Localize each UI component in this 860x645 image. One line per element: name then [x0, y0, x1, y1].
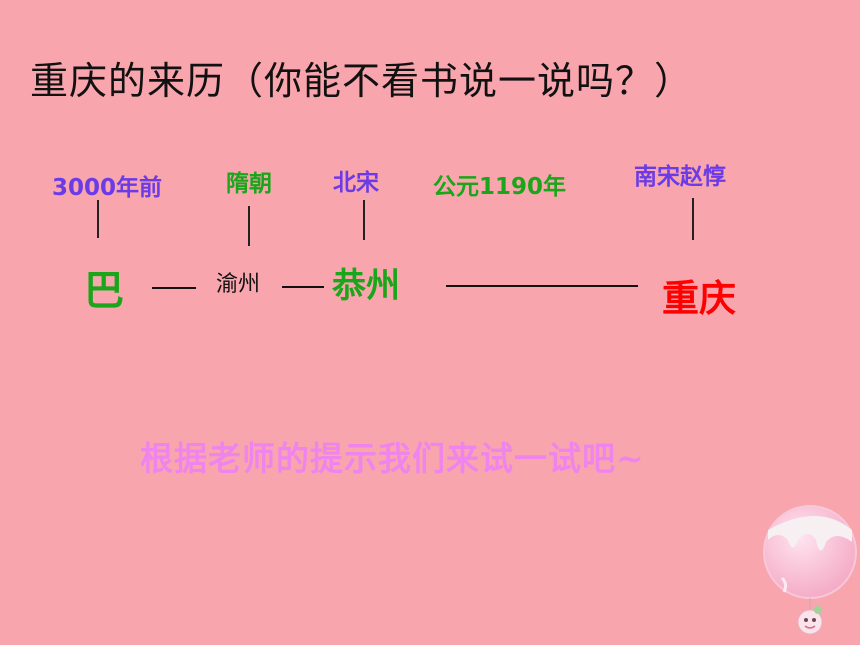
era-label-sui: 隋朝	[226, 171, 272, 197]
tick-ba	[97, 200, 99, 238]
era-label-1190: 公元1190年	[433, 174, 567, 200]
hint-text: 根据老师的提示我们来试一试吧~	[140, 439, 645, 478]
balloon-icon	[763, 505, 857, 635]
connector-2	[282, 286, 324, 288]
tick-beisong	[363, 200, 365, 240]
place-chongqing: 重庆	[662, 277, 736, 320]
connector-3	[446, 285, 638, 287]
era-label-ba: 3000年前	[52, 175, 163, 201]
place-yuzhou: 渝州	[216, 272, 261, 297]
slide-title: 重庆的来历（你能不看书说一说吗？）	[30, 59, 694, 103]
place-gongzhou: 恭州	[332, 266, 400, 306]
tick-sui	[248, 206, 250, 246]
era-label-nansong: 南宋赵惇	[634, 164, 726, 190]
place-ba: 巴	[84, 268, 124, 314]
connector-1	[152, 287, 196, 289]
era-label-beisong: 北宋	[333, 170, 379, 196]
tick-nansong	[692, 198, 694, 240]
